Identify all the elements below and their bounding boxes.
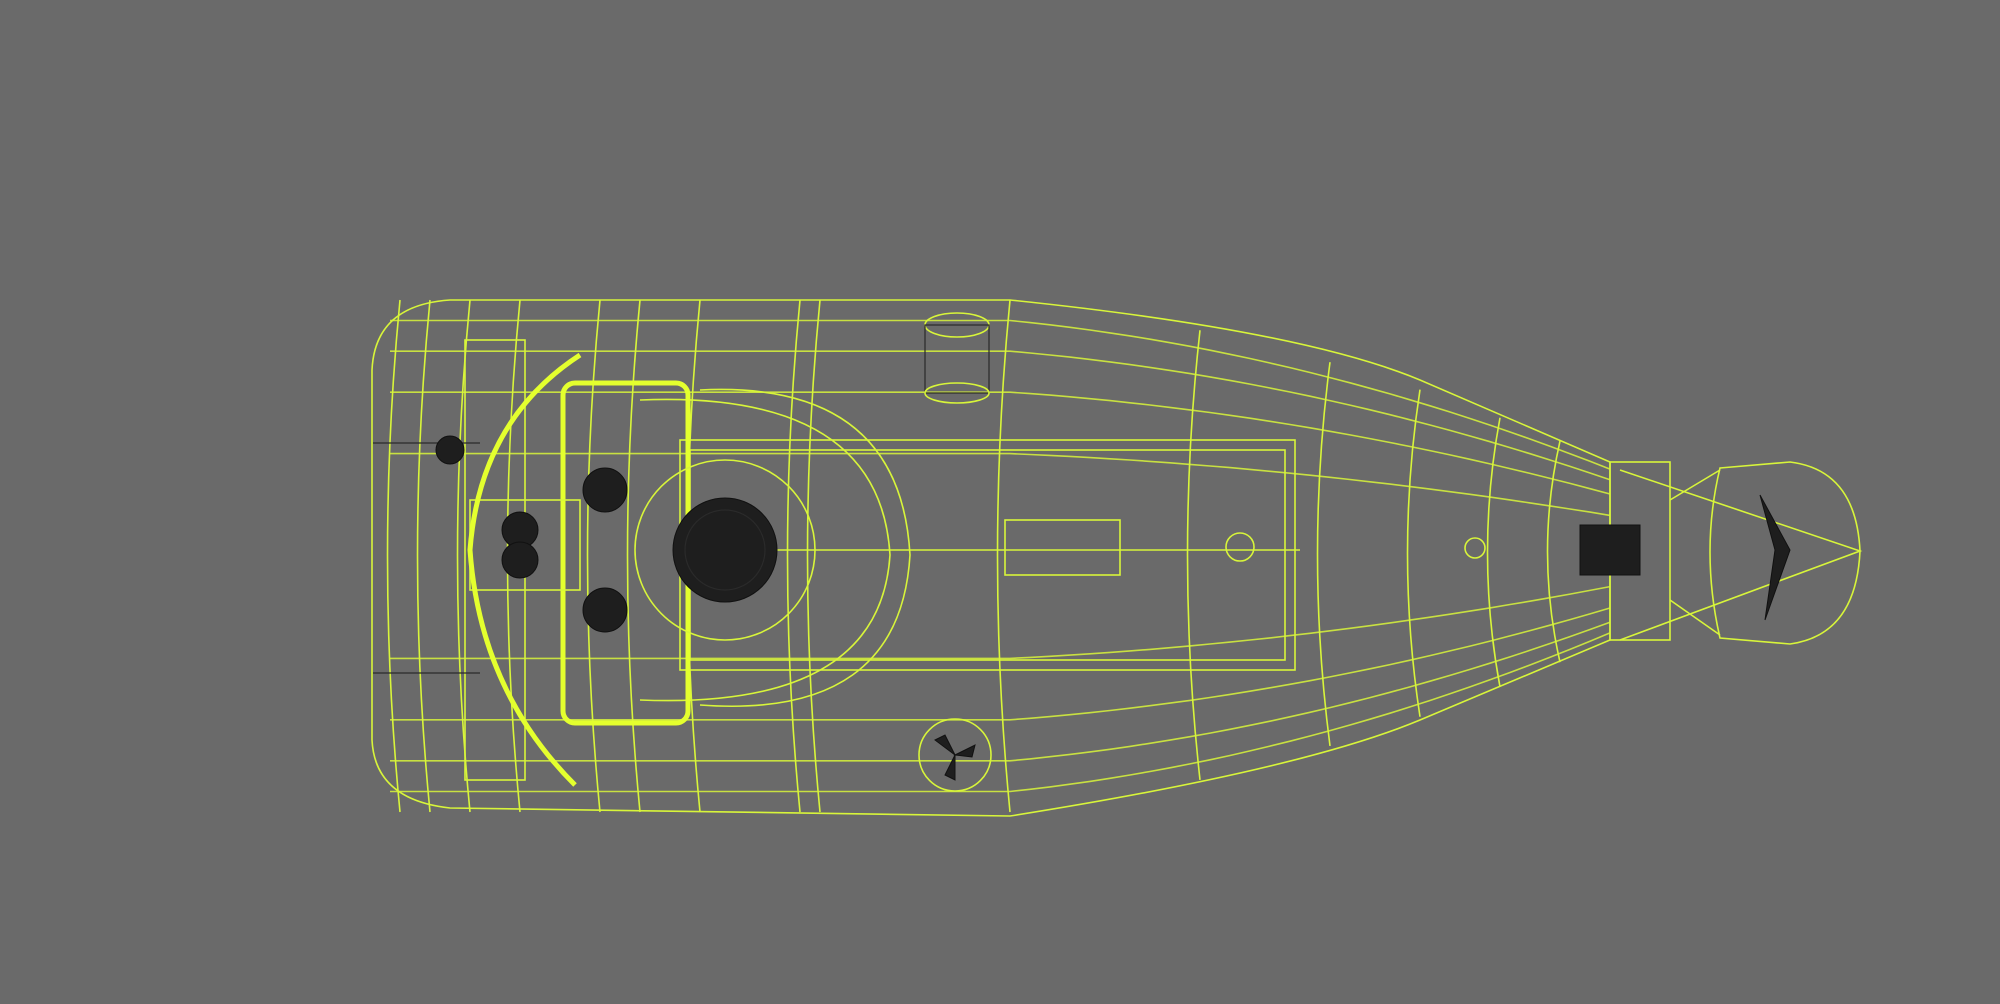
hull-longitudinal-line (390, 621, 1611, 762)
hull-longitudinal-line (390, 585, 1611, 660)
hull-wireframe (371, 299, 1611, 817)
hull-ring (626, 299, 641, 813)
hull-ring (456, 299, 471, 813)
front-frame (373, 339, 816, 787)
hull-ring (996, 299, 1011, 813)
hull-longitudinal-line (390, 319, 1611, 470)
hull-ring (786, 299, 801, 813)
hull-longitudinal-line (390, 607, 1611, 721)
hull-ring (586, 299, 601, 813)
hull-ring (1316, 362, 1331, 747)
hull-ring (1406, 389, 1421, 717)
tail-propeller-assembly (1579, 461, 1863, 645)
side-thruster (918, 718, 992, 792)
hull-ring (1486, 417, 1501, 688)
hull-longitudinal-line (390, 391, 1611, 495)
hull-ring (386, 299, 401, 813)
hull-ring-lines (386, 299, 1561, 813)
hull-ring (1186, 330, 1201, 780)
hatch-top (924, 312, 990, 404)
hull-outline (371, 299, 1611, 817)
deck-fittings (1004, 519, 1486, 576)
hull-ring (806, 299, 821, 813)
hull-longitudinal-line (390, 632, 1611, 793)
hull-longitudinal-lines (390, 319, 1611, 793)
hull-longitudinal-line (390, 350, 1611, 481)
hull-ring (1546, 440, 1561, 663)
hull-ring (416, 299, 431, 813)
hull-longitudinal-line (390, 452, 1611, 517)
